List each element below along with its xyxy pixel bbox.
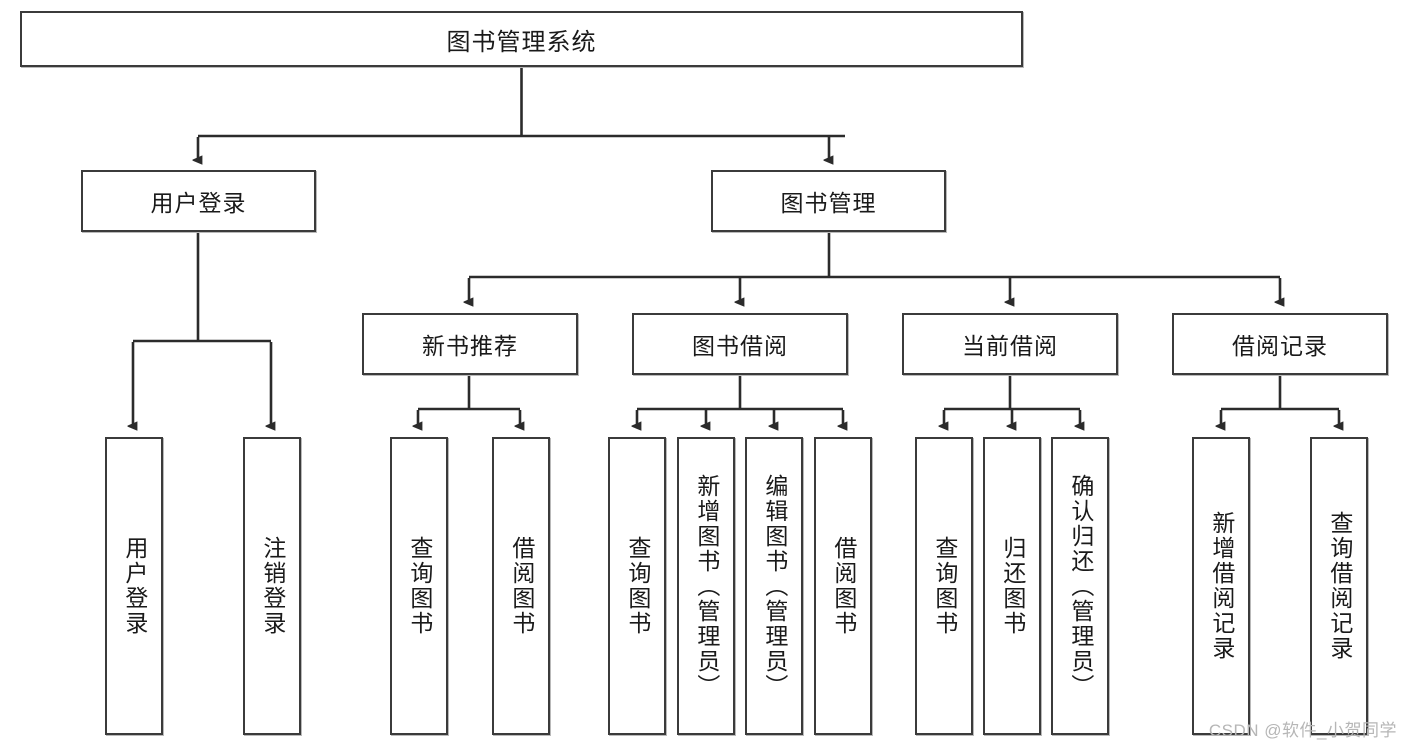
node-borrow-record[interactable]: 借阅记录 <box>1172 313 1388 375</box>
leaf-label: 确认归还（管理员） <box>1067 473 1094 699</box>
leaf-label: 新增借阅记录 <box>1208 511 1235 661</box>
leaf-label: 注销登录 <box>259 536 286 636</box>
leaf-label: 编辑图书（管理员） <box>761 473 788 699</box>
leaf-current-borrow-confirm[interactable]: 确认归还（管理员） <box>1051 437 1109 735</box>
leaf-book-borrow-borrow[interactable]: 借阅图书 <box>814 437 872 735</box>
leaf-current-borrow-return[interactable]: 归还图书 <box>983 437 1041 735</box>
node-book-borrow[interactable]: 图书借阅 <box>632 313 848 375</box>
node-label: 图书管理系统 <box>446 28 597 56</box>
node-new-book-recommend[interactable]: 新书推荐 <box>362 313 578 375</box>
leaf-label: 用户登录 <box>121 536 148 636</box>
leaf-new-book-borrow[interactable]: 借阅图书 <box>492 437 550 735</box>
node-label: 借阅记录 <box>1232 333 1328 359</box>
node-current-borrow[interactable]: 当前借阅 <box>902 313 1118 375</box>
leaf-label: 查询图书 <box>406 536 433 636</box>
leaf-book-borrow-edit[interactable]: 编辑图书（管理员） <box>745 437 803 735</box>
leaf-label: 查询图书 <box>931 536 958 636</box>
leaf-user-login-logout[interactable]: 注销登录 <box>243 437 301 735</box>
leaf-user-login-login[interactable]: 用户登录 <box>105 437 163 735</box>
leaf-label: 借阅图书 <box>508 536 535 636</box>
leaf-current-borrow-query[interactable]: 查询图书 <box>915 437 973 735</box>
leaf-new-book-query[interactable]: 查询图书 <box>390 437 448 735</box>
leaf-book-borrow-query[interactable]: 查询图书 <box>608 437 666 735</box>
leaf-label: 查询图书 <box>624 536 651 636</box>
node-user-login[interactable]: 用户登录 <box>81 170 316 232</box>
leaf-book-borrow-add[interactable]: 新增图书（管理员） <box>677 437 735 735</box>
node-label: 图书借阅 <box>692 333 788 359</box>
leaf-borrow-record-add[interactable]: 新增借阅记录 <box>1192 437 1250 735</box>
node-label: 用户登录 <box>150 190 247 216</box>
leaf-label: 借阅图书 <box>830 536 857 636</box>
node-label: 图书管理 <box>780 190 877 216</box>
leaf-label: 查询借阅记录 <box>1326 511 1353 661</box>
leaf-borrow-record-query[interactable]: 查询借阅记录 <box>1310 437 1368 735</box>
watermark: CSDN @软件_小贺同学 <box>1208 721 1397 740</box>
node-label: 新书推荐 <box>422 333 518 359</box>
leaf-label: 归还图书 <box>999 536 1026 636</box>
node-book-management[interactable]: 图书管理 <box>711 170 946 232</box>
node-root-system[interactable]: 图书管理系统 <box>20 11 1023 67</box>
node-label: 当前借阅 <box>962 333 1058 359</box>
leaf-label: 新增图书（管理员） <box>693 473 720 699</box>
